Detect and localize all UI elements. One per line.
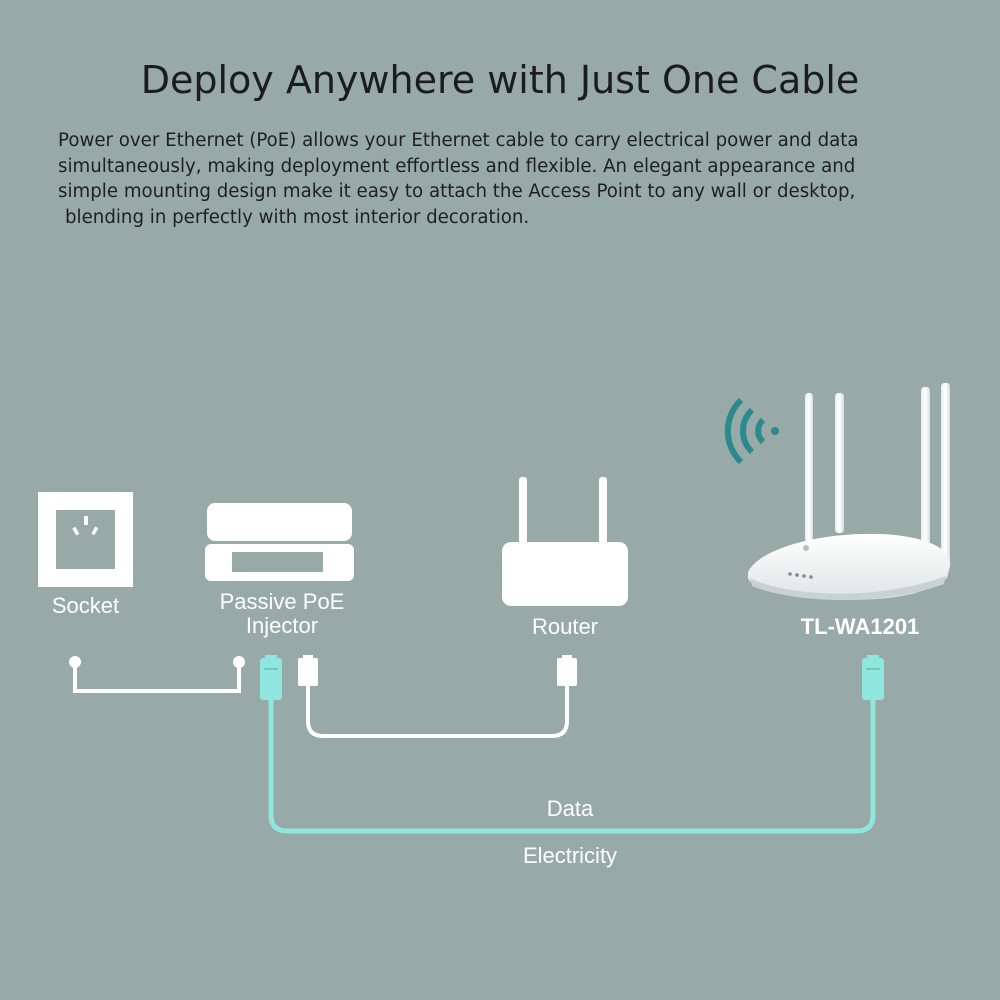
- wifi-signal-icon: [724, 397, 779, 465]
- description-line-4: blending in perfectly with most interior…: [65, 206, 530, 228]
- injector-label-line2: Injector: [245, 613, 319, 638]
- power-cable: [69, 656, 245, 693]
- socket-icon: [38, 492, 133, 587]
- description-line-3: simple mounting design make it easy to a…: [58, 181, 856, 202]
- ethernet-plug-icon: [557, 655, 577, 686]
- description-line-1: Power over Ethernet (PoE) allows your Et…: [58, 130, 859, 151]
- ethernet-plug-icon: [298, 655, 318, 686]
- ethernet-plug-icon: [260, 655, 282, 700]
- poe-injector-icon: [205, 503, 354, 581]
- poe-cable: [260, 655, 884, 834]
- ethernet-plug-icon: [862, 655, 884, 700]
- page-description: Power over Ethernet (PoE) allows your Et…: [58, 128, 978, 230]
- router-icon: [502, 477, 628, 606]
- description-line-2: simultaneously, making deployment effort…: [58, 155, 856, 177]
- page-title: Deploy Anywhere with Just One Cable: [140, 58, 860, 102]
- cable-label-data: Data: [546, 796, 594, 821]
- socket-label: Socket: [51, 593, 120, 618]
- cable-label-electricity: Electricity: [522, 843, 618, 868]
- injector-label-line1: Passive PoE: [219, 589, 345, 614]
- router-label: Router: [531, 614, 599, 639]
- data-cable: [298, 655, 577, 738]
- access-point-icon: [748, 383, 951, 601]
- access-point-label: TL-WA1201: [800, 614, 920, 639]
